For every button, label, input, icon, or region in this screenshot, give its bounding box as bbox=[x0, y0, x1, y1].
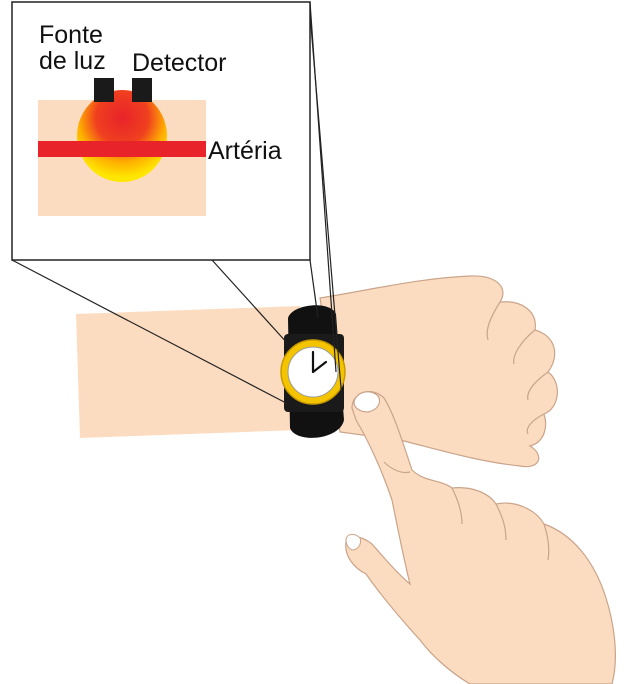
callout-lines bbox=[11, 1, 343, 405]
thumb-nail bbox=[345, 533, 361, 551]
light-glow bbox=[77, 90, 167, 182]
artery-label: Artéria bbox=[208, 137, 282, 165]
artery bbox=[38, 141, 206, 157]
fingernail bbox=[353, 391, 381, 413]
forearm bbox=[76, 306, 300, 438]
detector-block bbox=[132, 78, 152, 102]
watch-hands bbox=[311, 350, 328, 374]
back-hand bbox=[319, 275, 558, 468]
detector-label: Detector bbox=[132, 49, 227, 77]
pointing-hand-creases bbox=[383, 461, 550, 561]
light-source-text: Fonte de luz bbox=[39, 21, 106, 75]
light-source-block bbox=[94, 78, 114, 102]
light-source-label: Fonte de luz bbox=[39, 22, 106, 74]
back-hand-creases bbox=[486, 301, 549, 435]
